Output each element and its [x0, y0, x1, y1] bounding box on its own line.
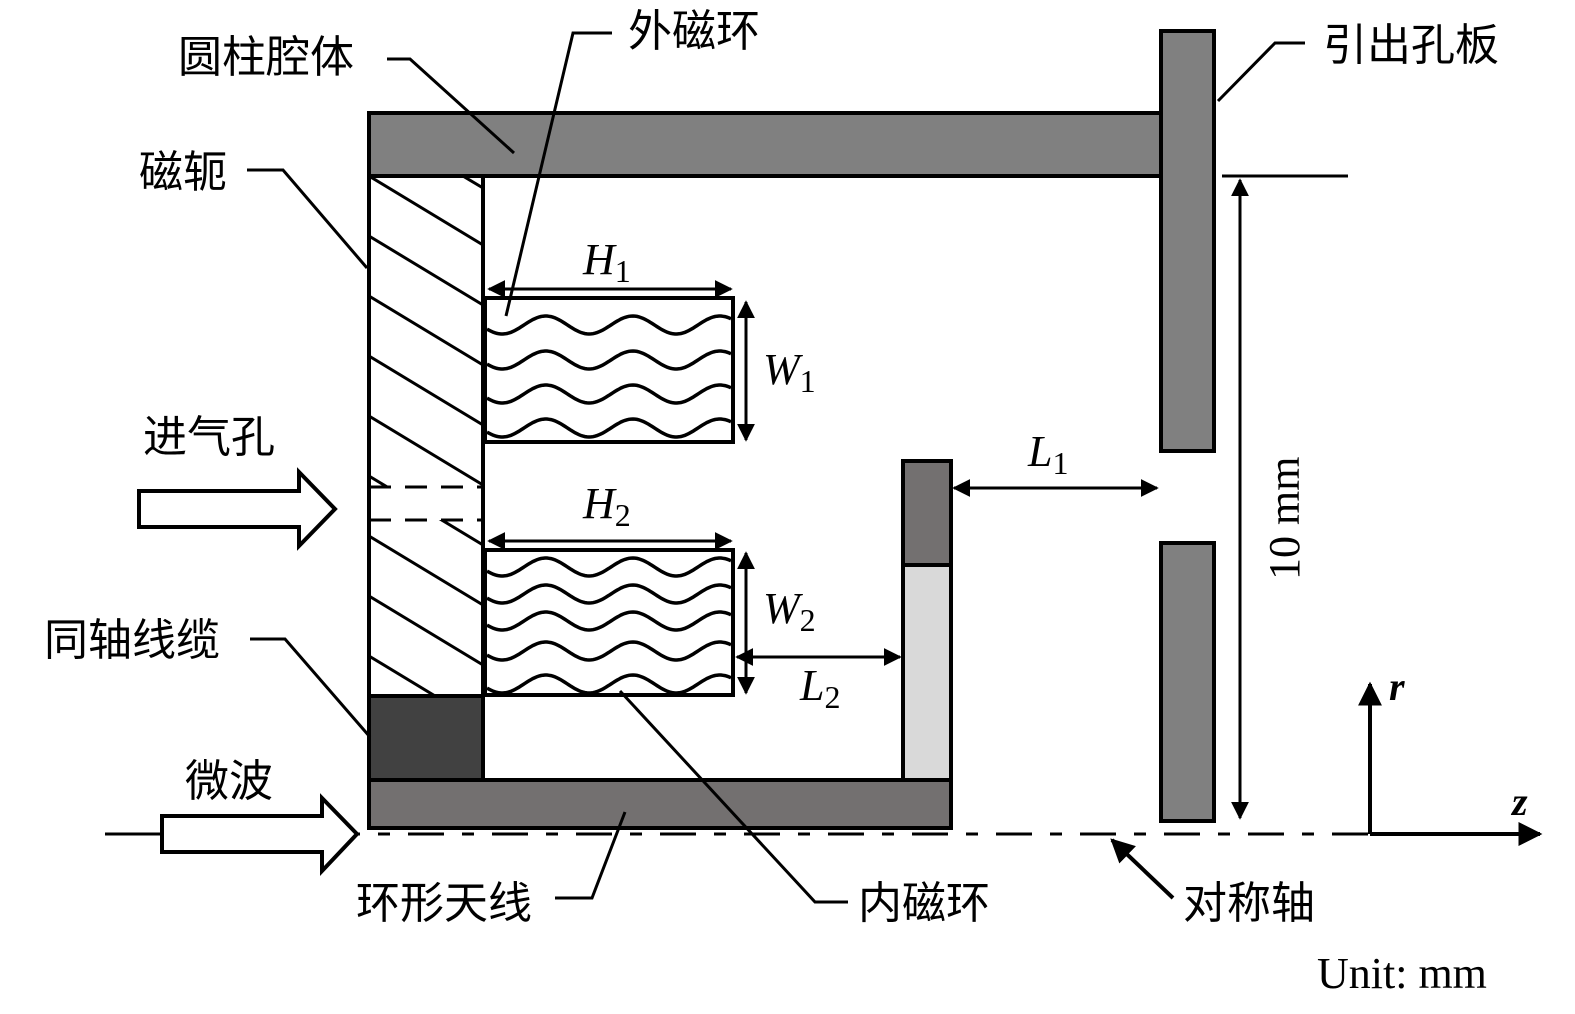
label-radius: 10 mm — [1260, 457, 1309, 580]
label-cylinder-cavity: 圆柱腔体 — [178, 32, 354, 83]
leader-outer-magnet-ring — [504, 31, 612, 317]
extraction-plate-upper — [1159, 29, 1216, 453]
magnet-wave-line — [486, 349, 732, 371]
magnet-wave-line — [486, 583, 732, 605]
magnet-wave-line — [486, 640, 732, 662]
magnetic-yoke — [367, 174, 485, 698]
label-l2: L2 — [799, 661, 840, 715]
microwave-arrow — [160, 793, 360, 877]
label-unit: Unit: mm — [1317, 949, 1487, 998]
label-z-axis: z — [1510, 779, 1528, 824]
leader-extraction-plate — [1216, 41, 1305, 103]
label-h2: H2 — [582, 479, 631, 533]
outer-magnet-ring — [483, 296, 735, 444]
magnet-wave-line — [486, 556, 732, 578]
ring-antenna-bar — [367, 778, 953, 830]
magnet-wave-line — [486, 673, 732, 695]
label-magnetic-yoke: 磁轭 — [139, 147, 227, 198]
label-outer-magnet-ring: 外磁环 — [628, 6, 760, 57]
leader-cylinder-cavity — [387, 57, 516, 155]
extraction-plate-lower — [1159, 541, 1216, 823]
leader-coaxial-cable — [250, 637, 372, 738]
label-inner-magnet-ring: 内磁环 — [858, 878, 990, 929]
antenna-post-upper — [901, 459, 953, 567]
magnet-wave-line — [486, 417, 732, 439]
leader-inner-magnet-ring — [618, 689, 848, 904]
magnet-wave-line — [486, 383, 732, 405]
label-extraction-plate: 引出孔板 — [1323, 20, 1499, 71]
magnet-wave-line — [486, 314, 732, 336]
label-w2: W2 — [763, 584, 816, 638]
label-h1: H1 — [582, 235, 631, 289]
label-l1: L1 — [1027, 427, 1068, 481]
cylinder-cavity-wall — [367, 111, 1163, 178]
antenna-post-lower — [901, 563, 953, 782]
label-microwave: 微波 — [185, 756, 273, 807]
leader-ring-antenna — [555, 811, 627, 900]
magnet-wave-line — [486, 610, 732, 632]
label-symmetry-axis: 对称轴 — [1183, 878, 1315, 929]
inner-magnet-ring — [483, 548, 735, 697]
label-gas-inlet: 进气孔 — [143, 412, 275, 463]
coaxial-cable-block — [367, 694, 485, 782]
symmetry-axis-pointer — [1110, 838, 1175, 900]
gas-inlet-arrow — [137, 467, 338, 551]
label-r-axis: r — [1389, 664, 1405, 709]
label-coaxial-cable: 同轴线缆 — [44, 615, 220, 666]
label-w1: W1 — [763, 345, 816, 399]
label-ring-antenna: 环形天线 — [356, 878, 532, 929]
leader-magnetic-yoke — [247, 168, 369, 269]
